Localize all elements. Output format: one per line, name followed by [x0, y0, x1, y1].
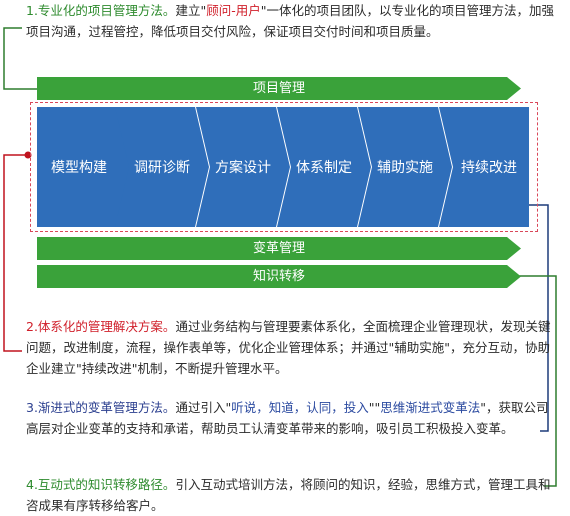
step-solution-design: 方案设计	[196, 107, 290, 227]
p1-quote: 顾问-用户	[206, 3, 261, 18]
connector-knowledge-transfer	[512, 275, 557, 487]
p4-text: 引入互动式培训方法，将顾问的知识，经验，思维方式，管理工具和咨成果有序转移给客户…	[26, 477, 551, 513]
p3-steps: 听说，知道，认同，投入	[231, 400, 369, 415]
bar-knowledge-transfer: 知识转移	[37, 265, 521, 288]
step-assisted-implementation: 辅助实施	[358, 107, 452, 227]
p4-lead: 4.互动式的知识转移路径。	[26, 477, 176, 492]
p3-text-b: ""	[368, 400, 381, 415]
paragraph-knowledge-transfer: 4.互动式的知识转移路径。引入互动式培训方法，将顾问的知识，经验，思维方式，管理…	[26, 474, 556, 516]
p3-method: 思维渐进式变革法	[380, 400, 481, 415]
p1-text-b: "一体化的项目团队，以专业化的项目管理方法，加强项目沟通，过程管控，降低项目交付…	[26, 3, 554, 39]
p1-lead: 1.专业化的项目管理方法。	[26, 3, 176, 18]
p3-text-a: 通过引入"	[175, 400, 232, 415]
p1-text-a: 建立"	[175, 3, 207, 18]
step-research-diagnosis: 调研诊断	[115, 107, 209, 227]
p2-lead: 2.体系化的管理解决方案。	[26, 319, 176, 334]
paragraph-system-solution: 2.体系化的管理解决方案。通过业务结构与管理要素体系化，全面梳理企业管理现状，发…	[26, 316, 556, 379]
step-system-formulation: 体系制定	[277, 107, 371, 227]
p3-text-c: "，获取公司高层对企业变革的支持和承诺，帮助员工认清变革带来的影响，吸引员工积极…	[26, 400, 549, 436]
paragraph-project-management: 1.专业化的项目管理方法。建立"顾问-用户"一体化的项目团队，以专业化的项目管理…	[26, 0, 556, 42]
paragraph-change-management: 3.渐进式的变革管理方法。通过引入"听说，知道，认同，投入""思维渐进式变革法"…	[26, 397, 556, 439]
step-model-building: 模型构建	[37, 107, 131, 227]
p2-text: 通过业务结构与管理要素体系化，全面梳理企业管理现状，发现关键问题，改进制度，流程…	[26, 319, 551, 376]
bar-change-management: 变革管理	[37, 237, 521, 260]
connector-system-solution	[3, 154, 28, 352]
bar-project-management: 项目管理	[37, 77, 521, 100]
step-continuous-improvement: 持续改进	[439, 107, 529, 227]
dashed-frame	[30, 102, 538, 232]
p3-lead: 3.渐进式的变革管理方法。	[26, 400, 176, 415]
